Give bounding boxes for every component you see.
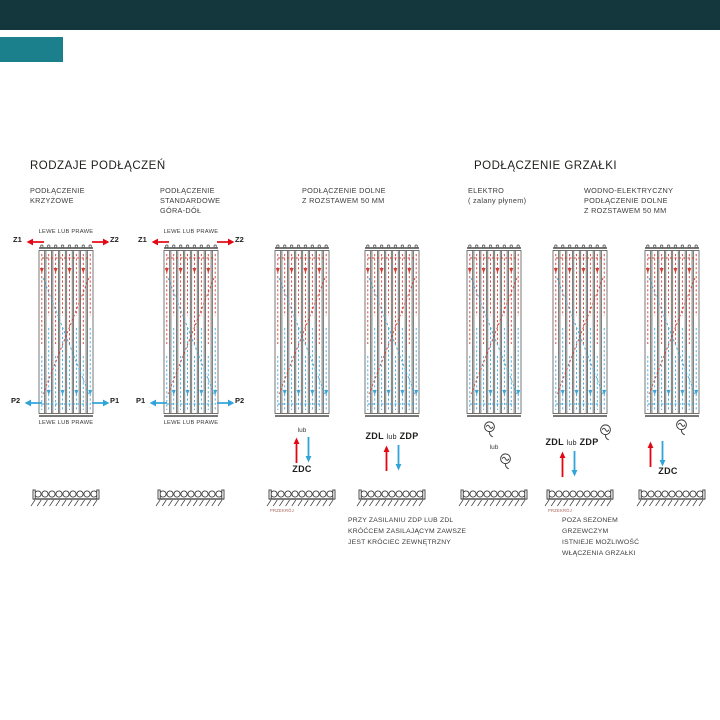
arrow-left-blue-icon: [24, 399, 42, 407]
mount-cross-section: [544, 489, 614, 507]
caption-bottom-left-or-right-2: LEWE LUB PRAWE: [163, 420, 219, 426]
arrow-right-red-icon: [217, 238, 235, 246]
mount-cross-section: [636, 489, 706, 507]
flow-arrows-supply-return: [647, 441, 666, 467]
note-zdp-zdl-supply: PRZY ZASILANIU ZDP LUB ZDL KRÓĆCEM ZASIL…: [348, 517, 467, 546]
caption-top-left-or-right-1: LEWE LUB PRAWE: [38, 229, 94, 235]
label-lub-5: lub: [489, 444, 499, 451]
subtitle-standard-connection: PODŁĄCZENIE STANDARDOWE GÓRA-DÓŁ: [160, 186, 221, 216]
subtitle-electric: ELEKTRO ( zalany płynem): [468, 186, 527, 206]
mount-cross-section: [458, 489, 528, 507]
arrow-down-blue-icon: [395, 445, 402, 471]
heater-plug-icon: [600, 424, 611, 441]
top-header-bar: [0, 0, 720, 30]
mount-cross-section: [30, 489, 100, 507]
section-title-connection-types: RODZAJE PODŁĄCZEŃ: [30, 160, 166, 172]
label-zdl-lub-zdp-4: ZDL lub ZDP: [365, 431, 418, 441]
radiator-electric: [466, 244, 522, 417]
cross-section-caption: PRZEKRÓJ: [548, 508, 572, 513]
subtitle-water-electric: WODNO-ELEKTRYCZNY PODŁĄCZENIE DOLNE Z RO…: [584, 186, 674, 216]
radiator-water-electric-zdl: [552, 244, 608, 417]
section-title-heater-connection: PODŁĄCZENIE GRZAŁKI: [474, 160, 618, 172]
arrow-left-red-icon: [151, 238, 169, 246]
label-z1-1: Z1: [13, 235, 22, 244]
label-zdl: ZDL: [365, 431, 384, 441]
label-zdl-lub-zdp-6: ZDL lub ZDP: [545, 437, 598, 447]
label-zdp: ZDP: [399, 431, 419, 441]
arrow-left-blue-icon: [149, 399, 167, 407]
arrow-down-blue-icon: [571, 451, 578, 477]
arrow-up-red-icon: [647, 441, 654, 467]
radiator-water-electric-zdc: [644, 244, 700, 417]
label-p2-1: P2: [11, 396, 21, 405]
flow-arrows-supply-return: [559, 451, 578, 477]
subtitle-cross-connection: PODŁĄCZENIE KRZYŻOWE: [30, 186, 85, 206]
arrow-right-blue-icon: [92, 399, 110, 407]
arrow-up-red-icon: [383, 445, 390, 471]
heater-plug-icon: [484, 421, 495, 438]
label-lub-3: lub: [297, 427, 307, 434]
arrow-left-red-icon: [26, 238, 44, 246]
label-lub: lub: [386, 434, 397, 441]
label-p1-2: P1: [136, 396, 146, 405]
arrow-right-blue-icon: [217, 399, 235, 407]
label-p2-2: P2: [235, 396, 245, 405]
label-z2-2: Z2: [235, 235, 244, 244]
flow-arrows-supply-return: [293, 437, 312, 463]
label-z2-1: Z2: [110, 235, 119, 244]
subtitle-bottom-connection: PODŁĄCZENIE DOLNE Z ROZSTAWEM 50 MM: [302, 186, 386, 206]
note-heater-offseason: POZA SEZONEM GRZEWCZYM ISTNIEJE MOŻLIWOŚ…: [562, 517, 640, 557]
arrow-up-red-icon: [293, 437, 300, 463]
label-zdc-3: ZDC: [292, 464, 312, 474]
label-p1-1: P1: [110, 396, 120, 405]
mount-cross-section: [155, 489, 225, 507]
label-zdl: ZDL: [545, 437, 564, 447]
mount-cross-section: [266, 489, 336, 507]
cross-section-caption: PRZEKRÓJ: [270, 508, 294, 513]
label-lub: lub: [566, 440, 577, 447]
heater-plug-icon: [500, 453, 511, 470]
heater-plug-icon: [676, 419, 687, 436]
radiator-standard: [163, 244, 219, 417]
mount-cross-section: [356, 489, 426, 507]
radiator-cross: [38, 244, 94, 417]
caption-top-left-or-right-2: LEWE LUB PRAWE: [163, 229, 219, 235]
radiator-bottom-zdc: [274, 244, 330, 417]
arrow-down-blue-icon: [659, 441, 666, 467]
label-zdp: ZDP: [579, 437, 599, 447]
arrow-up-red-icon: [559, 451, 566, 477]
arrow-down-blue-icon: [305, 437, 312, 463]
radiator-bottom-zdl-zdp: [364, 244, 420, 417]
arrow-right-red-icon: [92, 238, 110, 246]
flow-arrows-supply-return: [383, 445, 402, 471]
accent-teal-block: [0, 37, 63, 62]
caption-bottom-left-or-right-1: LEWE LUB PRAWE: [38, 420, 94, 426]
label-zdc-7: ZDC: [658, 466, 678, 476]
label-z1-2: Z1: [138, 235, 147, 244]
